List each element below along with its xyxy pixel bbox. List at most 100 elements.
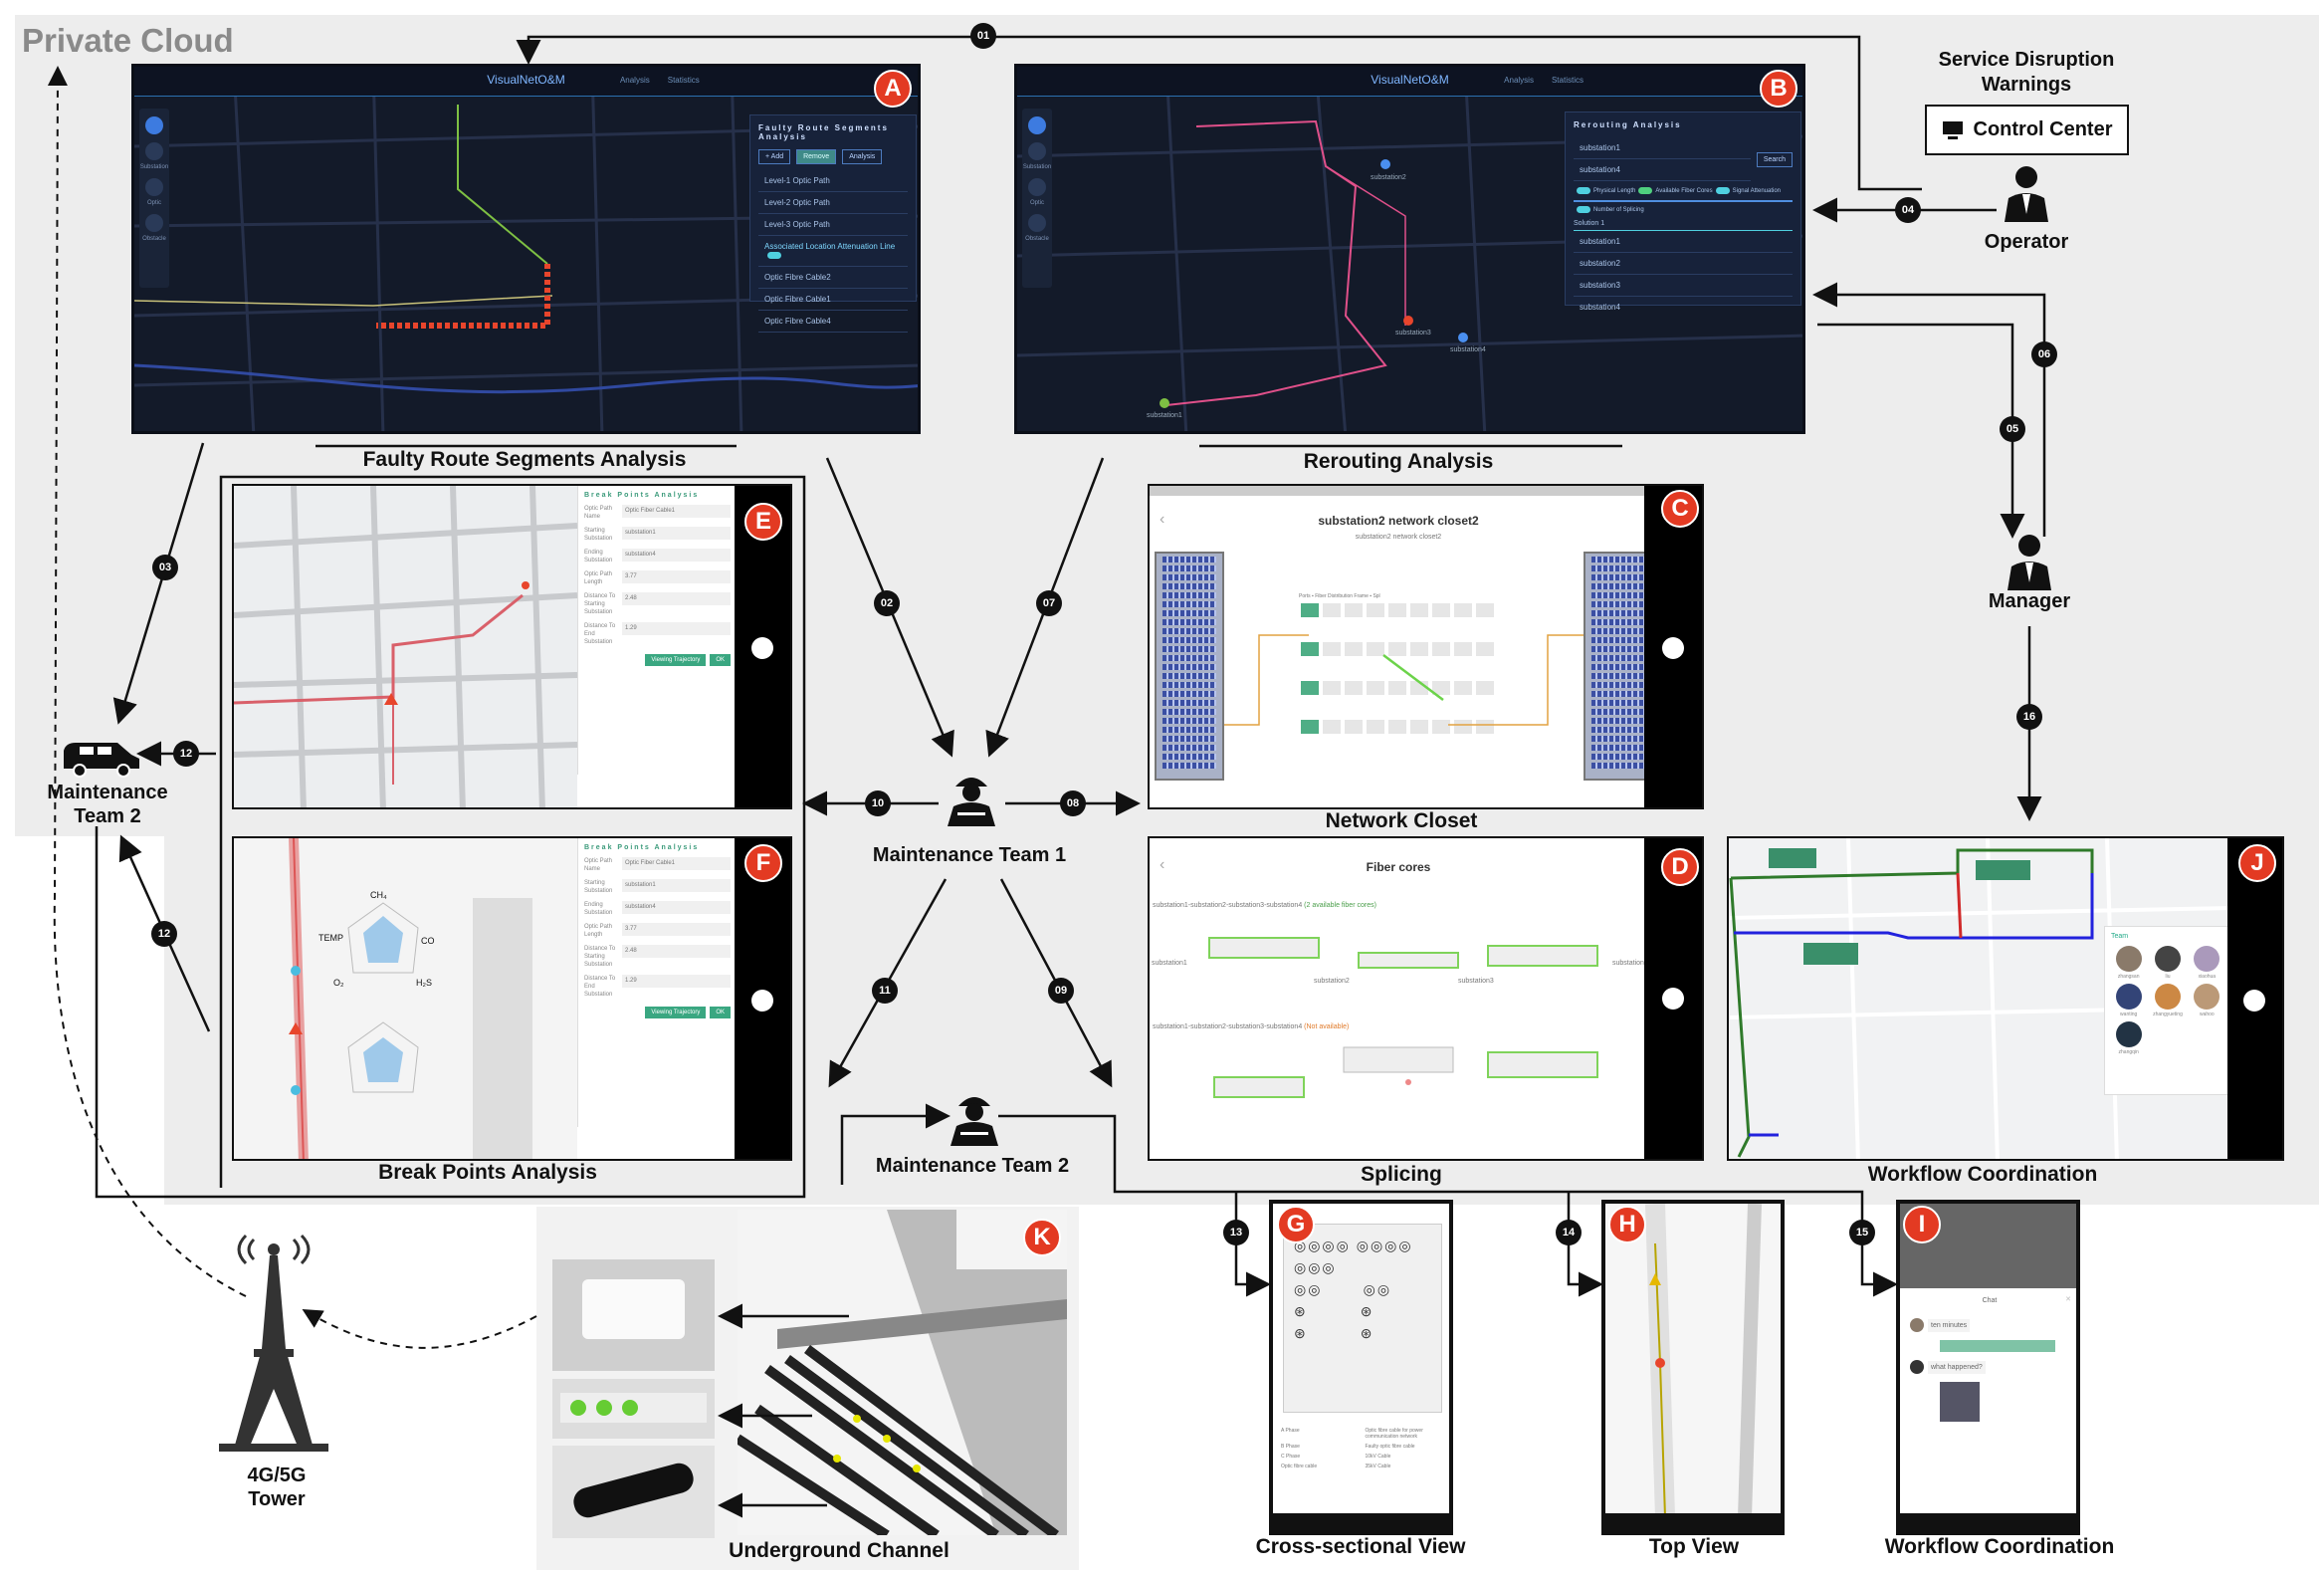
port[interactable] xyxy=(1476,603,1494,617)
chat-photo[interactable] xyxy=(1940,1382,1980,1422)
port[interactable] xyxy=(1367,720,1384,734)
field-value[interactable]: substation4 xyxy=(622,901,731,914)
substation-icon[interactable] xyxy=(1028,142,1046,160)
port[interactable] xyxy=(1454,720,1472,734)
rack-slot[interactable] xyxy=(1162,557,1216,563)
rack-slot[interactable] xyxy=(1162,565,1216,571)
route-step[interactable]: substation4 xyxy=(1580,303,1620,313)
path-name-select[interactable]: Optic Fiber Cable1 xyxy=(622,505,731,518)
port[interactable] xyxy=(1345,642,1363,656)
field-value[interactable]: substation1 xyxy=(622,879,731,892)
route-step[interactable]: substation2 xyxy=(1574,253,1793,276)
port[interactable] xyxy=(1301,681,1319,695)
splice-diagram[interactable] xyxy=(1150,838,1647,1161)
port[interactable] xyxy=(1323,720,1341,734)
route-step[interactable]: substation1 xyxy=(1574,231,1793,254)
rack-slot[interactable] xyxy=(1162,637,1216,643)
add-button[interactable]: + Add xyxy=(758,149,791,164)
start-select[interactable]: substation1 xyxy=(1574,137,1751,159)
rack-slot[interactable] xyxy=(1162,700,1216,706)
back-icon[interactable]: ‹ xyxy=(1160,856,1165,873)
team-member[interactable]: wahoo xyxy=(2190,984,2224,1017)
rack-slot[interactable] xyxy=(1591,700,1645,706)
route-step[interactable]: substation3 xyxy=(1574,275,1793,298)
port[interactable] xyxy=(1454,681,1472,695)
rack-slot[interactable] xyxy=(1591,736,1645,742)
port[interactable] xyxy=(1432,681,1450,695)
rack-slot[interactable] xyxy=(1162,727,1216,733)
rack-slot[interactable] xyxy=(1591,664,1645,670)
port[interactable] xyxy=(1345,603,1363,617)
view-trajectory-button[interactable]: Viewing Trajectory xyxy=(645,654,707,666)
port[interactable] xyxy=(1410,603,1428,617)
cable-item[interactable]: Optic Fibre Cable1 xyxy=(758,289,908,311)
panel-j-workflow[interactable]: Team zhangsan liu xiaohua wanting zhangy… xyxy=(1727,836,2284,1161)
path-item[interactable]: Level-1 Optic Path xyxy=(758,170,908,192)
rack-slot[interactable] xyxy=(1591,763,1645,769)
rack-slot[interactable] xyxy=(1162,763,1216,769)
toggle-switch[interactable] xyxy=(767,252,781,260)
port[interactable] xyxy=(1454,642,1472,656)
rack-slot[interactable] xyxy=(1591,557,1645,563)
rack-slot[interactable] xyxy=(1591,601,1645,607)
panel-d-splicing[interactable]: ‹ Fiber cores substation1-substation2-su… xyxy=(1148,836,1704,1161)
team-member[interactable]: xiaohua xyxy=(2190,946,2224,980)
toggle[interactable] xyxy=(1638,187,1653,194)
attenuation-toggle-row[interactable]: Associated Location Attenuation Line xyxy=(758,236,908,267)
rack-slot[interactable] xyxy=(1591,628,1645,634)
rack-slot[interactable] xyxy=(1591,727,1645,733)
field-value[interactable]: substation1 xyxy=(622,527,731,540)
team-member[interactable]: zhangyueting xyxy=(2150,984,2185,1017)
top-view-map[interactable] xyxy=(1605,1204,1785,1517)
port[interactable] xyxy=(1367,603,1384,617)
rack-slot[interactable] xyxy=(1591,574,1645,580)
panel-h-top-view[interactable] xyxy=(1601,1200,1785,1535)
rack-slot[interactable] xyxy=(1162,646,1216,652)
home-button[interactable] xyxy=(751,990,773,1012)
rack-slot[interactable] xyxy=(1162,583,1216,589)
light-map[interactable] xyxy=(234,486,577,809)
toggle[interactable] xyxy=(1577,206,1590,214)
toggle[interactable] xyxy=(1715,187,1730,194)
optic-icon[interactable] xyxy=(145,178,163,196)
rack-slot[interactable] xyxy=(1162,709,1216,715)
port[interactable] xyxy=(1388,603,1406,617)
team-member[interactable]: liu xyxy=(2150,946,2185,980)
field-value[interactable]: 1.29 xyxy=(622,622,731,635)
rack-slot[interactable] xyxy=(1162,610,1216,616)
field-value[interactable]: substation4 xyxy=(622,549,731,562)
home-button[interactable] xyxy=(1662,988,1684,1010)
field-value[interactable]: 1.29 xyxy=(622,975,731,988)
port[interactable] xyxy=(1301,720,1319,734)
rack-slot[interactable] xyxy=(1162,601,1216,607)
rack-slot[interactable] xyxy=(1591,691,1645,697)
nav-icon[interactable] xyxy=(1028,116,1046,134)
port[interactable] xyxy=(1476,642,1494,656)
rack-slot[interactable] xyxy=(1162,718,1216,724)
port[interactable] xyxy=(1367,681,1384,695)
rack-slot[interactable] xyxy=(1591,610,1645,616)
rack-slot[interactable] xyxy=(1162,628,1216,634)
rack-slot[interactable] xyxy=(1591,655,1645,661)
rack-slot[interactable] xyxy=(1591,754,1645,760)
rack-slot[interactable] xyxy=(1591,709,1645,715)
gas-sensor-view[interactable] xyxy=(234,838,577,1161)
port[interactable] xyxy=(1323,681,1341,695)
rack-right[interactable] xyxy=(1584,552,1653,781)
field-value[interactable]: 2.48 xyxy=(622,592,731,605)
rack-slot[interactable] xyxy=(1591,745,1645,751)
port[interactable] xyxy=(1301,603,1319,617)
rack-slot[interactable] xyxy=(1591,565,1645,571)
rack-slot[interactable] xyxy=(1162,691,1216,697)
port[interactable] xyxy=(1432,720,1450,734)
home-button[interactable] xyxy=(2243,990,2265,1012)
panel-b-rerouting[interactable]: substation2 substation3 substation4 subs… xyxy=(1014,64,1805,434)
rack-slot[interactable] xyxy=(1591,637,1645,643)
port[interactable] xyxy=(1454,603,1472,617)
end-select[interactable]: substation4 xyxy=(1574,159,1751,181)
tab-statistics[interactable]: Statistics xyxy=(1551,76,1584,85)
port[interactable] xyxy=(1432,603,1450,617)
solution-tab[interactable]: Solution 1 xyxy=(1574,217,1793,232)
home-button[interactable] xyxy=(1662,637,1684,659)
